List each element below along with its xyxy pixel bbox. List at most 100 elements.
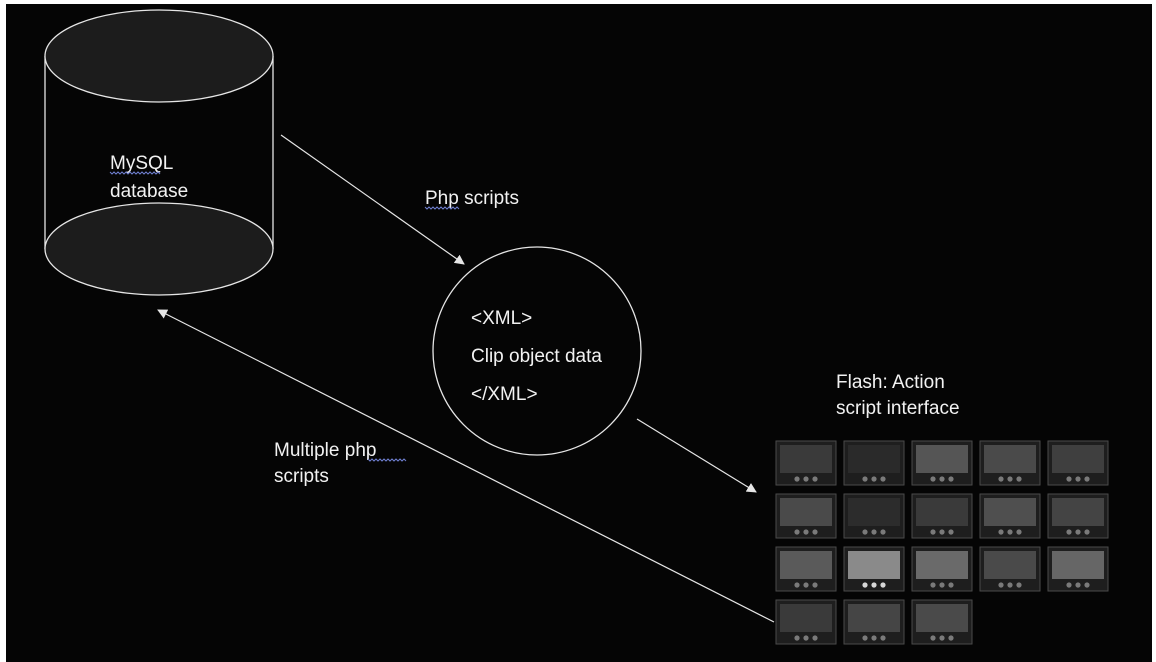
thumbnail-control-icon[interactable] bbox=[862, 635, 867, 640]
thumbnail-image bbox=[1052, 551, 1104, 579]
thumbnail-control-icon[interactable] bbox=[812, 635, 817, 640]
thumbnail-control-icon[interactable] bbox=[880, 582, 885, 587]
thumbnail-control-icon[interactable] bbox=[939, 635, 944, 640]
cylinder-top-ellipse bbox=[45, 10, 273, 102]
thumbnail-image bbox=[916, 445, 968, 473]
thumbnail-image bbox=[1052, 498, 1104, 526]
flash-thumbnail-grid bbox=[776, 441, 1108, 644]
thumbnail-control-icon[interactable] bbox=[803, 582, 808, 587]
thumbnail-control-icon[interactable] bbox=[939, 476, 944, 481]
thumbnail-control-icon[interactable] bbox=[930, 529, 935, 534]
thumbnail-image bbox=[1052, 445, 1104, 473]
video-clip-thumbnail[interactable] bbox=[776, 441, 836, 485]
thumbnail-control-icon[interactable] bbox=[1007, 476, 1012, 481]
thumbnail-control-icon[interactable] bbox=[998, 529, 1003, 534]
thumbnail-control-icon[interactable] bbox=[1066, 582, 1071, 587]
thumbnail-control-icon[interactable] bbox=[930, 582, 935, 587]
thumbnail-control-icon[interactable] bbox=[862, 529, 867, 534]
thumbnail-control-icon[interactable] bbox=[871, 529, 876, 534]
db-label-line1: MySQL bbox=[110, 153, 173, 174]
thumbnail-control-icon[interactable] bbox=[930, 476, 935, 481]
thumbnail-control-icon[interactable] bbox=[812, 582, 817, 587]
thumbnail-control-icon[interactable] bbox=[794, 635, 799, 640]
video-clip-thumbnail[interactable] bbox=[912, 547, 972, 591]
thumbnail-control-icon[interactable] bbox=[1075, 476, 1080, 481]
video-clip-thumbnail[interactable] bbox=[844, 441, 904, 485]
thumbnail-image bbox=[848, 551, 900, 579]
thumbnail-control-icon[interactable] bbox=[794, 529, 799, 534]
architecture-diagram: MySQL database Php scripts <XML> Clip ob… bbox=[6, 4, 1152, 662]
video-clip-thumbnail[interactable] bbox=[912, 494, 972, 538]
thumbnail-control-icon[interactable] bbox=[1007, 582, 1012, 587]
cylinder-bottom-ellipse bbox=[45, 203, 273, 295]
thumbnail-control-icon[interactable] bbox=[1084, 529, 1089, 534]
thumbnail-control-icon[interactable] bbox=[871, 635, 876, 640]
thumbnail-image bbox=[984, 498, 1036, 526]
thumbnail-control-icon[interactable] bbox=[1084, 582, 1089, 587]
video-clip-thumbnail[interactable] bbox=[1048, 547, 1108, 591]
thumbnail-control-icon[interactable] bbox=[871, 476, 876, 481]
video-clip-thumbnail[interactable] bbox=[980, 441, 1040, 485]
thumbnail-control-icon[interactable] bbox=[1084, 476, 1089, 481]
thumbnail-control-icon[interactable] bbox=[862, 582, 867, 587]
thumbnail-control-icon[interactable] bbox=[803, 529, 808, 534]
thumbnail-control-icon[interactable] bbox=[880, 635, 885, 640]
thumbnail-control-icon[interactable] bbox=[812, 476, 817, 481]
flash-label-line2: script interface bbox=[836, 398, 960, 419]
video-clip-thumbnail[interactable] bbox=[776, 600, 836, 644]
xml-open-tag: <XML> bbox=[471, 308, 532, 329]
video-clip-thumbnail[interactable] bbox=[844, 547, 904, 591]
thumbnail-control-icon[interactable] bbox=[880, 529, 885, 534]
thumbnail-control-icon[interactable] bbox=[803, 635, 808, 640]
thumbnail-control-icon[interactable] bbox=[871, 582, 876, 587]
video-clip-thumbnail[interactable] bbox=[912, 600, 972, 644]
thumbnail-control-icon[interactable] bbox=[930, 635, 935, 640]
video-clip-thumbnail[interactable] bbox=[912, 441, 972, 485]
edge-multiple-php-label-line1: Multiple php bbox=[274, 440, 376, 461]
thumbnail-control-icon[interactable] bbox=[1016, 476, 1021, 481]
thumbnail-control-icon[interactable] bbox=[1007, 529, 1012, 534]
thumbnail-control-icon[interactable] bbox=[948, 582, 953, 587]
thumbnail-control-icon[interactable] bbox=[794, 582, 799, 587]
video-clip-thumbnail[interactable] bbox=[776, 494, 836, 538]
thumbnail-control-icon[interactable] bbox=[948, 529, 953, 534]
thumbnail-image bbox=[780, 551, 832, 579]
thumbnail-image bbox=[984, 445, 1036, 473]
db-label-line2: database bbox=[110, 181, 188, 202]
thumbnail-control-icon[interactable] bbox=[803, 476, 808, 481]
thumbnail-control-icon[interactable] bbox=[1016, 529, 1021, 534]
edge-php-scripts-label: Php scripts bbox=[425, 188, 519, 209]
thumbnail-control-icon[interactable] bbox=[1075, 529, 1080, 534]
video-clip-thumbnail[interactable] bbox=[776, 547, 836, 591]
thumbnail-control-icon[interactable] bbox=[1066, 476, 1071, 481]
thumbnail-control-icon[interactable] bbox=[1016, 582, 1021, 587]
thumbnail-control-icon[interactable] bbox=[880, 476, 885, 481]
thumbnail-control-icon[interactable] bbox=[862, 476, 867, 481]
thumbnail-image bbox=[984, 551, 1036, 579]
thumbnail-control-icon[interactable] bbox=[998, 582, 1003, 587]
xml-node-label: Clip object data bbox=[471, 346, 602, 367]
video-clip-thumbnail[interactable] bbox=[980, 547, 1040, 591]
thumbnail-image bbox=[916, 551, 968, 579]
video-clip-thumbnail[interactable] bbox=[1048, 441, 1108, 485]
thumbnail-control-icon[interactable] bbox=[948, 635, 953, 640]
thumbnail-control-icon[interactable] bbox=[948, 476, 953, 481]
arrow-flash-to-db bbox=[158, 310, 774, 622]
thumbnail-control-icon[interactable] bbox=[998, 476, 1003, 481]
thumbnail-control-icon[interactable] bbox=[794, 476, 799, 481]
thumbnail-image bbox=[848, 604, 900, 632]
thumbnail-image bbox=[916, 604, 968, 632]
thumbnail-control-icon[interactable] bbox=[1066, 529, 1071, 534]
video-clip-thumbnail[interactable] bbox=[844, 600, 904, 644]
xml-close-tag: </XML> bbox=[471, 384, 538, 405]
video-clip-thumbnail[interactable] bbox=[844, 494, 904, 538]
thumbnail-image bbox=[780, 445, 832, 473]
thumbnail-control-icon[interactable] bbox=[1075, 582, 1080, 587]
video-clip-thumbnail[interactable] bbox=[1048, 494, 1108, 538]
thumbnail-control-icon[interactable] bbox=[939, 582, 944, 587]
xml-clip-data-node: <XML> Clip object data </XML> bbox=[433, 247, 641, 455]
diagram-canvas: MySQL database Php scripts <XML> Clip ob… bbox=[6, 4, 1152, 662]
thumbnail-control-icon[interactable] bbox=[939, 529, 944, 534]
video-clip-thumbnail[interactable] bbox=[980, 494, 1040, 538]
thumbnail-control-icon[interactable] bbox=[812, 529, 817, 534]
